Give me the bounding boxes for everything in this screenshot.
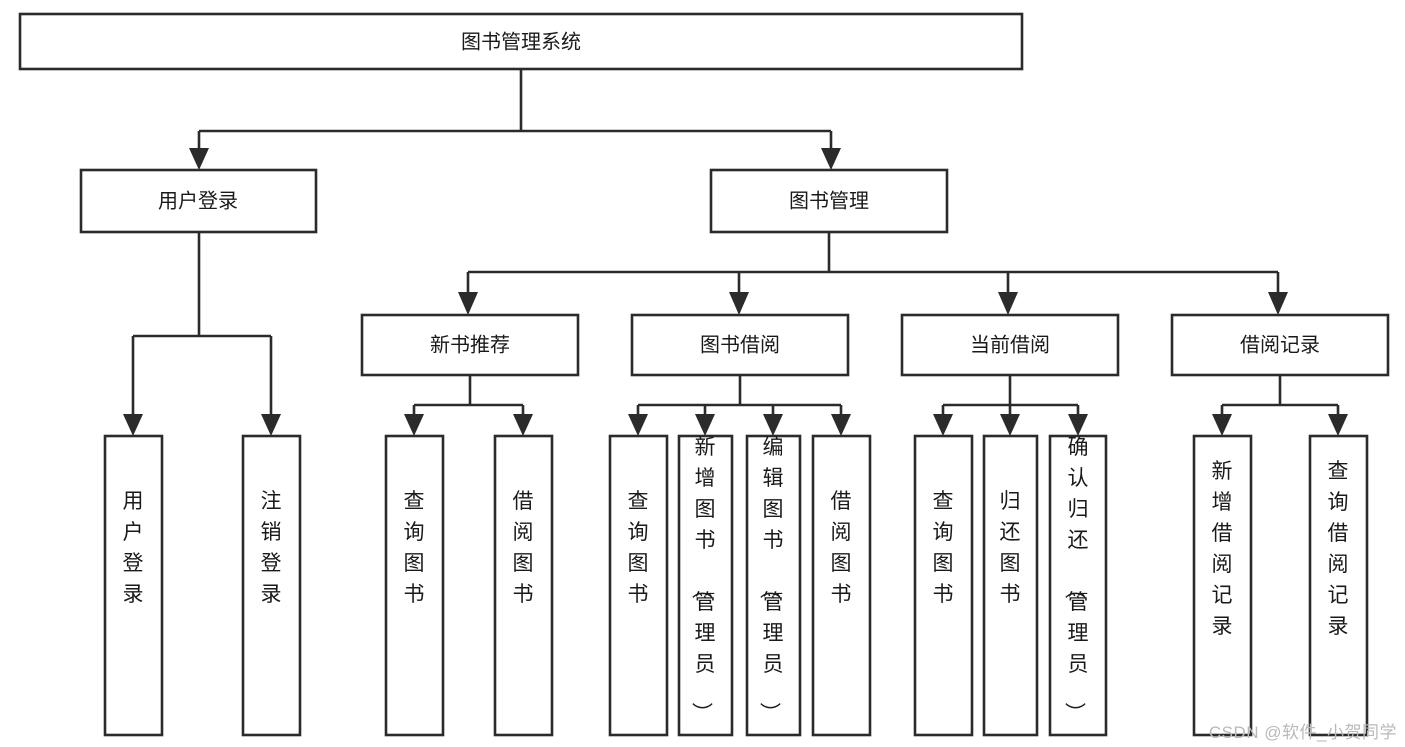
node-current-borrow[interactable]: 当前借阅 xyxy=(900,313,1120,377)
leaf-logout-label: 注销登录 xyxy=(261,490,282,606)
leaf-edit-book-admin-box[interactable] xyxy=(745,434,802,737)
node-book-borrow[interactable]: 图书借阅 xyxy=(630,313,850,377)
leaf-logout-box[interactable] xyxy=(241,434,302,737)
leaf-node[interactable] xyxy=(384,434,445,737)
leaf-confirm-return-admin-box[interactable] xyxy=(1048,434,1108,737)
leaf-add-book-admin-box[interactable] xyxy=(677,434,734,737)
leaf-label-layer: 用户登录 注销登录 查询图书 借阅图书 查询图书 新增图书（管理员） 编辑图书（… xyxy=(123,436,1349,723)
arrow-icon-to-leaf-b3 xyxy=(763,414,783,436)
csdn-watermark: CSDN @软件_小贺同学 xyxy=(1208,723,1397,742)
arrow-icon-to-leaf-c2 xyxy=(1000,414,1020,436)
connector-root-to-level2 xyxy=(197,69,833,156)
leaf-node[interactable] xyxy=(103,434,164,737)
node-borrow-record-box[interactable] xyxy=(1170,313,1390,377)
leaf-query-borrow-record-label: 查询借阅记录 xyxy=(1328,460,1349,638)
node-book-borrow-label: 图书借阅 xyxy=(700,333,780,356)
leaf-add-borrow-record-box[interactable] xyxy=(1192,434,1253,737)
arrow-icon-to-leaf-u1 xyxy=(123,414,143,436)
node-current-borrow-box[interactable] xyxy=(900,313,1120,377)
leaf-node[interactable] xyxy=(745,434,802,737)
connector-userlogin-to-leaves xyxy=(131,232,273,420)
leaf-return-book-box[interactable] xyxy=(982,434,1039,737)
leaf-node[interactable] xyxy=(608,434,669,737)
connector-layer xyxy=(131,69,1340,420)
leaf-query-book-newbook-box[interactable] xyxy=(384,434,445,737)
arrow-icon-to-newbook xyxy=(458,292,478,315)
node-book-borrow-box[interactable] xyxy=(630,313,850,377)
connector-current-to-leaves xyxy=(941,375,1080,420)
leaf-node[interactable] xyxy=(241,434,302,737)
leaf-query-book-newbook-label: 查询图书 xyxy=(404,490,425,606)
leaf-edit-book-admin-label: 编辑图书（管理员） xyxy=(758,436,784,723)
leaf-node[interactable] xyxy=(1048,434,1108,737)
leaf-query-book-current-box[interactable] xyxy=(913,434,974,737)
leaf-borrow-book-newbook-box[interactable] xyxy=(493,434,554,737)
arrow-icon-to-userlogin xyxy=(189,148,209,170)
leaf-user-login-label: 用户登录 xyxy=(123,490,144,606)
leaf-query-book-borrow-box[interactable] xyxy=(608,434,669,737)
node-new-book-recommend-label: 新书推荐 xyxy=(430,333,510,356)
arrow-icon-to-leaf-r2 xyxy=(1328,414,1348,436)
node-new-book-recommend[interactable]: 新书推荐 xyxy=(360,313,580,377)
node-new-book-recommend-box[interactable] xyxy=(360,313,580,377)
leaf-add-borrow-record-label: 新增借阅记录 xyxy=(1212,460,1233,638)
leaf-borrow-book-newbook-label: 借阅图书 xyxy=(513,490,534,606)
leaf-node[interactable] xyxy=(493,434,554,737)
leaf-query-book-borrow-label: 查询图书 xyxy=(628,490,649,606)
leaf-node[interactable] xyxy=(1308,434,1369,737)
node-user-login[interactable]: 用户登录 xyxy=(79,168,318,234)
node-root-box[interactable] xyxy=(18,12,1024,71)
connector-record-to-leaves xyxy=(1220,375,1340,420)
node-book-management[interactable]: 图书管理 xyxy=(709,168,949,234)
node-current-borrow-label: 当前借阅 xyxy=(970,333,1050,356)
arrow-icon-to-leaf-b2 xyxy=(695,414,715,436)
connector-bookmgmt-to-level3 xyxy=(466,232,1280,300)
connector-borrow-to-leaves xyxy=(636,375,843,420)
leaf-node[interactable] xyxy=(913,434,974,737)
node-root[interactable]: 图书管理系统 xyxy=(18,12,1024,71)
node-user-login-box[interactable] xyxy=(79,168,318,234)
leaf-node[interactable] xyxy=(811,434,872,737)
arrow-icon-to-leaf-n2 xyxy=(513,414,533,436)
arrow-icon-to-leaf-c1 xyxy=(933,414,953,436)
arrow-icon-to-current xyxy=(998,292,1018,315)
arrow-icon-to-record xyxy=(1268,292,1288,315)
leaf-confirm-return-admin-label: 确认归还（管理员） xyxy=(1063,436,1089,723)
leaf-node[interactable] xyxy=(677,434,734,737)
node-book-management-label: 图书管理 xyxy=(789,189,869,212)
arrow-icon-to-leaf-u2 xyxy=(261,414,281,436)
arrowhead-layer xyxy=(123,148,1348,436)
leaf-return-book-label: 归还图书 xyxy=(1000,490,1021,606)
arrow-icon-to-leaf-n1 xyxy=(404,414,424,436)
node-root-label: 图书管理系统 xyxy=(461,30,581,53)
node-book-management-box[interactable] xyxy=(709,168,949,234)
arrow-icon-to-leaf-r1 xyxy=(1212,414,1232,436)
leaf-user-login-box[interactable] xyxy=(103,434,164,737)
arrow-icon-to-leaf-b4 xyxy=(831,414,851,436)
leaf-query-borrow-record-box[interactable] xyxy=(1308,434,1369,737)
node-user-login-label: 用户登录 xyxy=(158,189,238,212)
connector-newbook-to-leaves xyxy=(412,375,525,420)
arrow-icon-to-borrow xyxy=(729,292,749,315)
leaf-node[interactable] xyxy=(982,434,1039,737)
arrow-icon-to-leaf-c3 xyxy=(1068,414,1088,436)
leaf-add-book-admin-label: 新增图书（管理员） xyxy=(690,436,716,723)
leaf-borrow-book-label: 借阅图书 xyxy=(831,490,852,606)
arrow-icon-to-bookmgmt xyxy=(821,148,841,170)
node-borrow-record-label: 借阅记录 xyxy=(1240,333,1320,356)
arrow-icon-to-leaf-b1 xyxy=(628,414,648,436)
leaf-borrow-book-box[interactable] xyxy=(811,434,872,737)
node-borrow-record[interactable]: 借阅记录 xyxy=(1170,313,1390,377)
leaf-node[interactable] xyxy=(1192,434,1253,737)
leaf-query-book-current-label: 查询图书 xyxy=(933,490,954,606)
